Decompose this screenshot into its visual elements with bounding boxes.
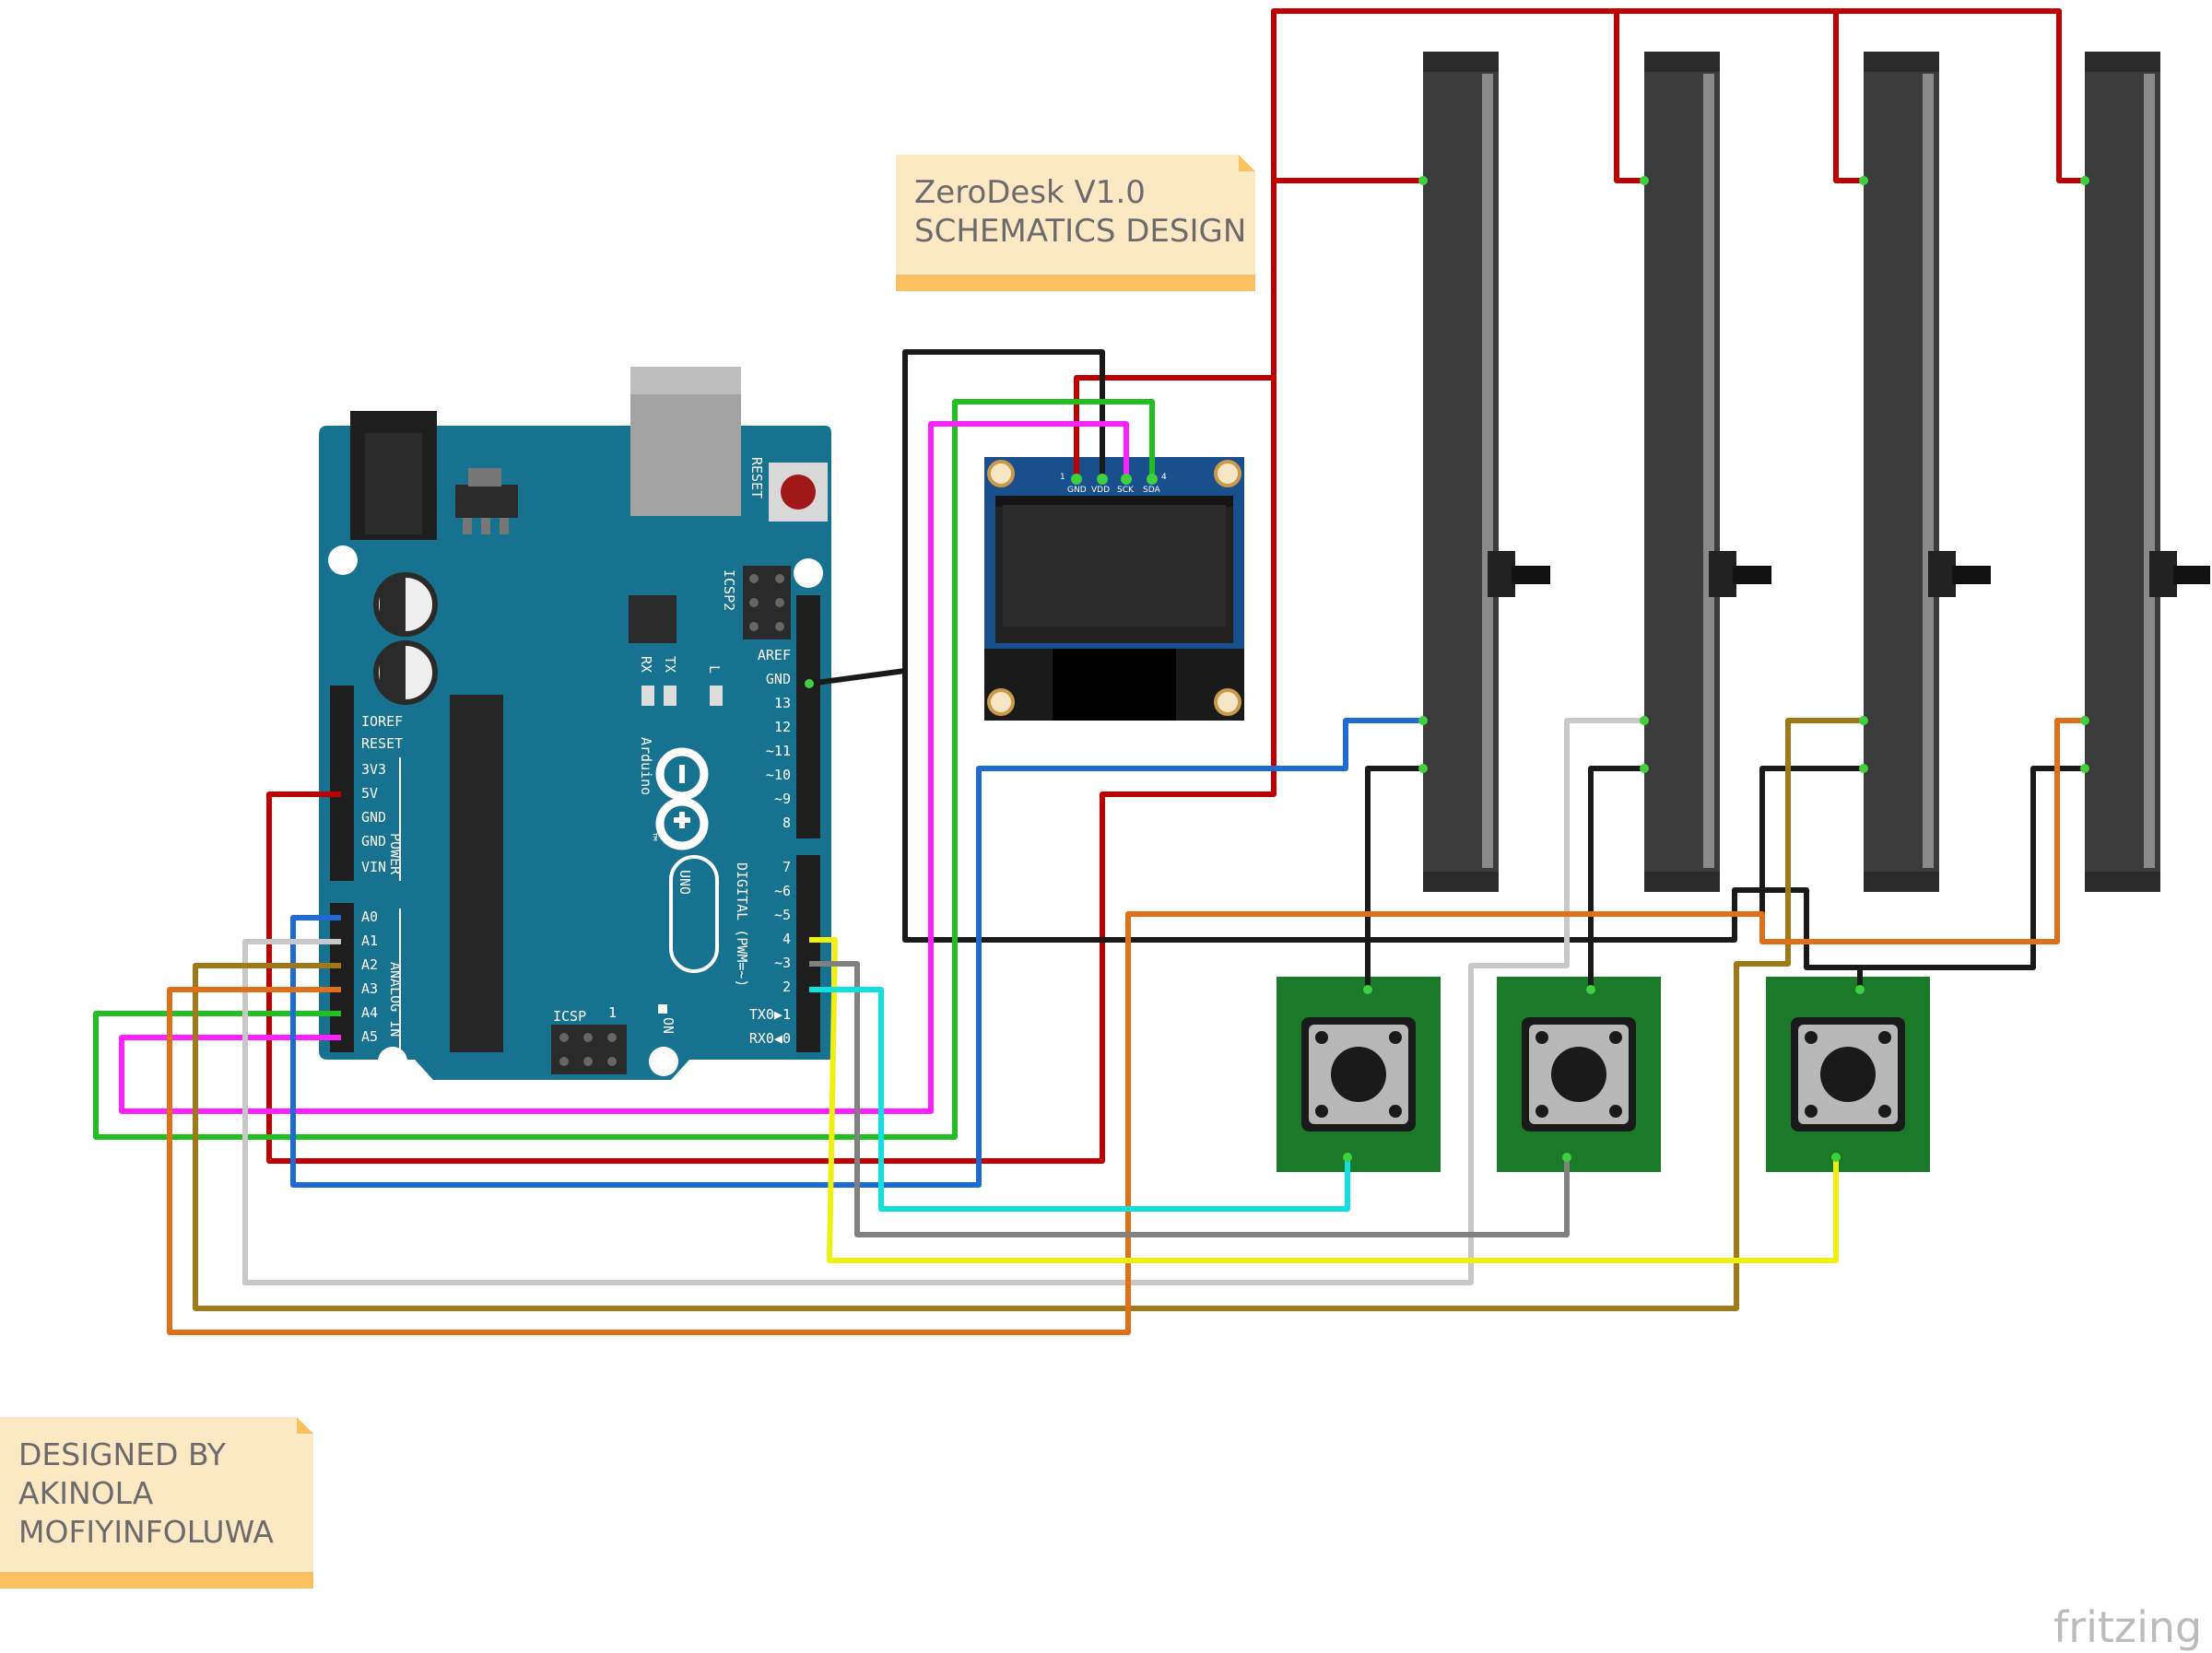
rx-label: RX	[638, 656, 654, 673]
slide-potentiometer-4	[2085, 52, 2210, 892]
digital-header-bottom	[796, 855, 820, 1052]
wire-magenta-sck	[119, 421, 1129, 1114]
pin-5: ~5	[774, 907, 791, 923]
wire-red-pot2	[1614, 11, 1644, 183]
pin-aref: AREF	[758, 647, 791, 663]
fritzing-logo: fritzing	[2053, 1602, 2202, 1652]
pin-5v: 5V	[361, 785, 378, 802]
pin-1: TX0▶1	[749, 1006, 791, 1023]
author-note: DESIGNED BY AKINOLA MOFIYINFOLUWA	[0, 1417, 313, 1589]
author-note-line2: AKINOLA	[18, 1475, 154, 1511]
wire-black-bus	[902, 671, 2085, 970]
wire-yellow-d4	[809, 937, 1839, 1263]
pin-3: ~3	[774, 955, 791, 971]
digital-header-top	[796, 595, 820, 838]
pin-vin: VIN	[361, 859, 386, 875]
icsp-header	[551, 1025, 627, 1074]
analog-header	[330, 903, 354, 1052]
trademark: ™	[643, 832, 660, 841]
uno-label: UNO	[677, 870, 693, 895]
slide-potentiometer-2	[1644, 52, 1771, 892]
push-button-1	[1277, 977, 1441, 1172]
title-note: ZeroDesk V1.0 SCHEMATICS DESIGN	[896, 155, 1255, 291]
author-note-line3: MOFIYINFOLUWA	[18, 1514, 274, 1550]
reset-label: RESET	[748, 457, 765, 498]
wire-orange-a3	[167, 718, 2085, 1335]
pin-4: 4	[782, 931, 791, 947]
wires	[93, 8, 2085, 1335]
pin-2: 2	[782, 979, 791, 995]
arduino-brand: Arduino	[638, 737, 654, 795]
push-button-2	[1497, 977, 1661, 1172]
wire-blue-a0	[290, 718, 1423, 1188]
pin-gnd-2: GND	[361, 833, 386, 850]
pin-8: 8	[782, 815, 791, 831]
oled-pin-sda: SDA	[1143, 486, 1160, 495]
pin-6: ~6	[774, 883, 791, 899]
pin-a4: A4	[361, 1004, 378, 1021]
slide-potentiometer-1	[1423, 52, 1550, 892]
slide-potentiometer-3	[1864, 52, 1991, 892]
pin-10: ~10	[766, 767, 791, 783]
pin-9: ~9	[774, 791, 791, 807]
analog-label: ANALOG IN	[387, 962, 404, 1037]
icsp2-label: ICSP2	[721, 569, 737, 611]
pin-a1: A1	[361, 932, 378, 949]
arduino-uno: RESET ICSP2 TX RX L Arduino ™ UNO DIGITA…	[319, 367, 831, 1080]
pin-12: 12	[774, 719, 791, 735]
oled-pin4-marker: 4	[1161, 473, 1167, 482]
wire-endpoints	[805, 176, 2089, 1162]
oled-pin-vdd: VDD	[1091, 486, 1110, 495]
wire-red-oled-vdd	[1074, 375, 1274, 479]
pin-3v3: 3V3	[361, 761, 386, 778]
wire-red-pot3	[1833, 11, 1864, 183]
push-button-3	[1766, 977, 1930, 1172]
wire-black-pot3	[1759, 766, 1864, 940]
oled-pin-gnd: GND	[1067, 486, 1087, 495]
pin-11: ~11	[766, 743, 791, 759]
oled-display: 1 4 GND VDD SCK SDA	[984, 457, 1244, 721]
wire-green-sda	[93, 399, 1155, 1140]
pin-7: 7	[782, 859, 791, 875]
pin-0: RX0◀0	[749, 1030, 791, 1047]
pin-reset: RESET	[361, 735, 403, 752]
icsp-pin1-label: 1	[608, 1004, 617, 1021]
pin-ioref: IOREF	[361, 713, 403, 730]
pin-a5: A5	[361, 1028, 378, 1045]
wire-black-gnd	[808, 349, 1105, 686]
pin-gnd-top: GND	[766, 671, 791, 687]
oled-pin-sck: SCK	[1117, 486, 1135, 495]
wire-black-pot1	[1365, 766, 1423, 940]
title-note-line2: SCHEMATICS DESIGN	[914, 213, 1246, 250]
pin-a3: A3	[361, 980, 378, 997]
wire-brown-a2	[193, 718, 1864, 1311]
oled-pin1-marker: 1	[1060, 473, 1065, 482]
wire-cyan-d2	[809, 987, 1350, 1212]
pin-a0: A0	[361, 909, 378, 925]
wire-gray-d3	[809, 961, 1570, 1237]
digital-label: DIGITAL (PWM=~)	[734, 862, 750, 987]
power-header	[330, 686, 354, 881]
pin-13: 13	[774, 695, 791, 711]
tx-label: TX	[662, 656, 678, 673]
atmega-chip	[450, 695, 503, 1052]
wire-black-pot2	[1588, 766, 1644, 990]
wire-red-5v	[266, 8, 2085, 1164]
title-note-line1: ZeroDesk V1.0	[914, 174, 1146, 211]
pin-gnd-1: GND	[361, 809, 386, 826]
author-note-line1: DESIGNED BY	[18, 1436, 227, 1472]
pin-a2: A2	[361, 956, 378, 973]
icsp-label: ICSP	[553, 1008, 586, 1025]
on-label: ON	[660, 1017, 677, 1034]
l-label: L	[706, 665, 723, 674]
arduino-logo	[655, 747, 709, 850]
wire-white-a1	[242, 718, 1644, 1285]
power-label: POWER	[387, 833, 404, 875]
